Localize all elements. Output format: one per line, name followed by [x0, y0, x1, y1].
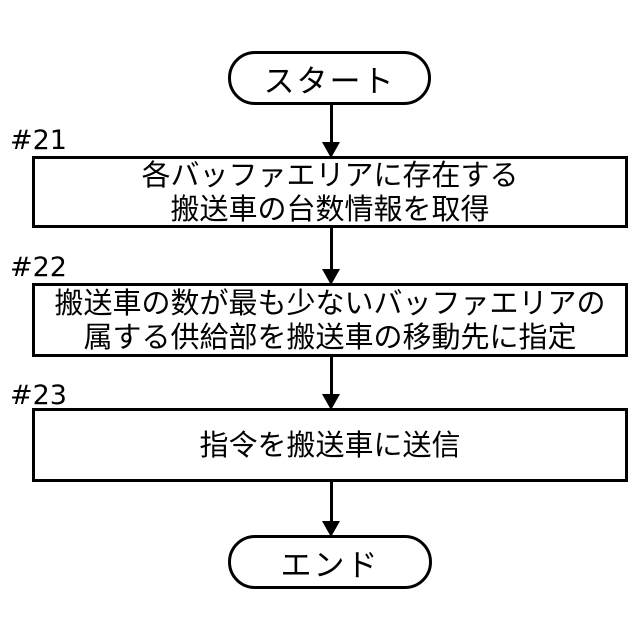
arrow-head-icon: [322, 269, 340, 285]
process-21-line-1: 各バッファエリアに存在する: [141, 158, 519, 192]
end-terminal-label: エンド: [280, 547, 380, 584]
process-box-21: 各バッファエリアに存在する 搬送車の台数情報を取得: [32, 156, 628, 228]
arrow-shaft: [329, 482, 333, 525]
step-number-22: #22: [10, 252, 67, 283]
process-box-22: 搬送車の数が最も少ないバッファエリアの 属する供給部を搬送車の移動先に指定: [32, 283, 628, 357]
process-box-23: 指令を搬送車に送信: [32, 408, 628, 482]
start-terminal-label: スタート: [263, 63, 396, 100]
step-number-21: #21: [10, 125, 67, 156]
arrow-shaft: [329, 357, 333, 398]
end-terminal: エンド: [228, 535, 432, 589]
arrow-shaft: [329, 104, 333, 146]
arrow-shaft: [329, 228, 333, 273]
arrow-head-icon: [322, 142, 340, 158]
step-number-23: #23: [10, 380, 67, 411]
start-terminal: スタート: [228, 51, 431, 105]
process-22-line-1: 搬送車の数が最も少ないバッファエリアの: [54, 286, 606, 320]
arrow-head-icon: [322, 521, 340, 537]
process-21-line-2: 搬送車の台数情報を取得: [170, 192, 490, 226]
arrow-head-icon: [322, 394, 340, 410]
process-22-line-2: 属する供給部を搬送車の移動先に指定: [83, 320, 577, 354]
process-23-line-1: 指令を搬送車に送信: [199, 428, 461, 462]
